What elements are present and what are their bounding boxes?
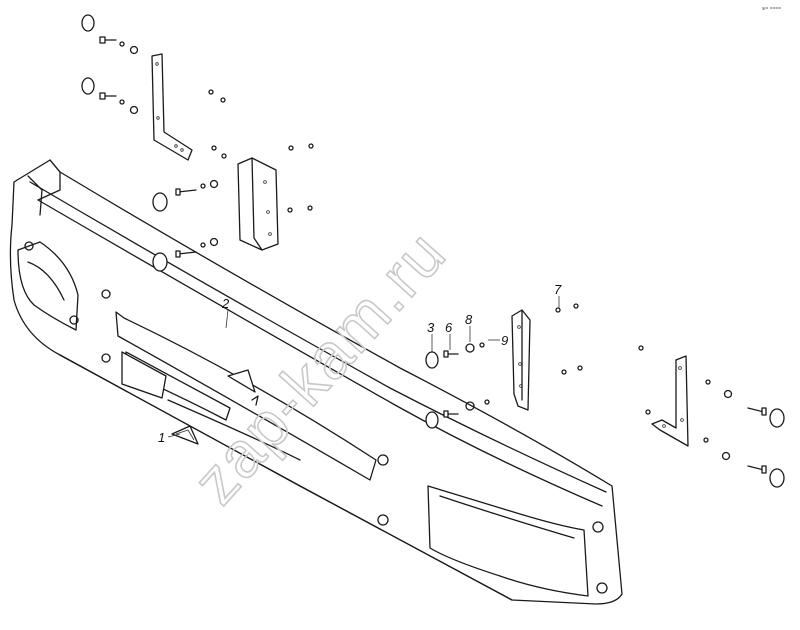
right-bracket-set: [638, 345, 785, 488]
part-number-2: 2: [221, 296, 230, 311]
left-upper-bracket-set: [81, 14, 314, 213]
part-number-9: 9: [501, 333, 508, 348]
part-number-1: 1: [158, 430, 165, 445]
emblem-part: [171, 425, 199, 445]
part-number-8: 8: [465, 312, 473, 327]
leader-lines: [167, 296, 560, 438]
left-mounting-plate: [152, 157, 279, 272]
part-number-7: 7: [554, 282, 562, 297]
bumper-emblem: [227, 369, 259, 406]
bumper-beam: [9, 159, 623, 605]
part-number-3: 3: [427, 320, 435, 335]
corner-code: ж= ====: [762, 6, 781, 12]
center-right-hardware: [425, 303, 583, 429]
part-number-6: 6: [445, 320, 453, 335]
